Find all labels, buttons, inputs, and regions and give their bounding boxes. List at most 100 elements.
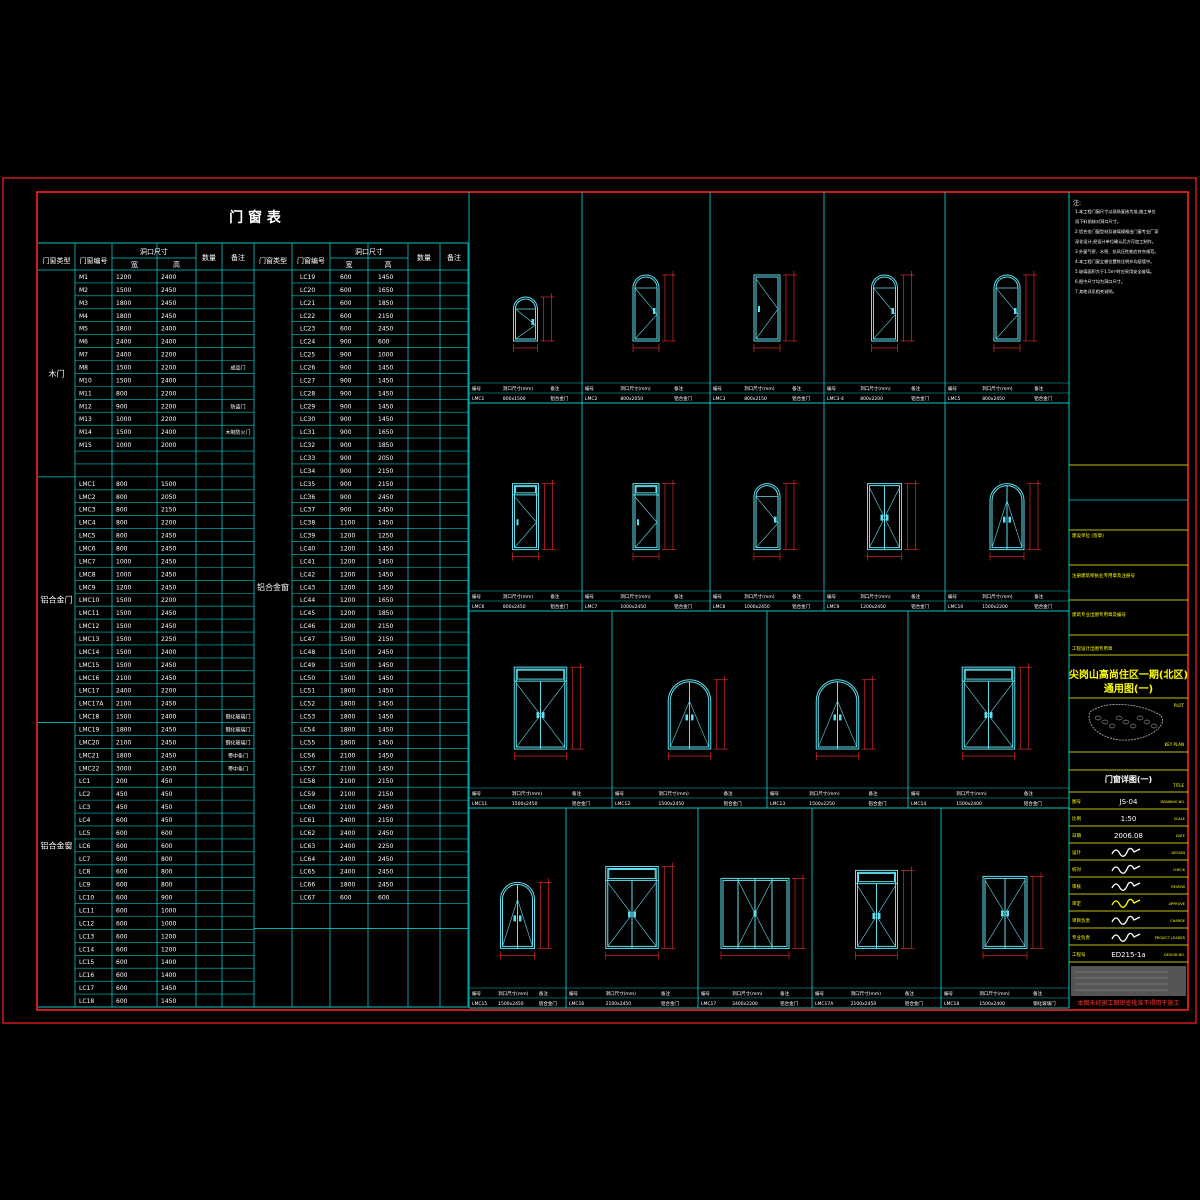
left-cell-height: 2200 — [161, 364, 176, 371]
note-line: 5.玻璃面积大于1.5m²时应采用安全玻璃。 — [1075, 268, 1154, 275]
signature — [1111, 932, 1141, 942]
tb-row-label: 审核 — [1072, 883, 1081, 890]
door-transom-pane — [858, 872, 895, 883]
left-cell-code: M7 — [79, 352, 88, 359]
door-outline — [993, 274, 1021, 342]
right-cell-height: 1850 — [378, 300, 393, 307]
left-cell-height: 2000 — [161, 442, 176, 449]
detail-label-note: 备注 — [869, 790, 878, 797]
door-swing — [540, 714, 565, 748]
right-cell-height: 1450 — [378, 558, 393, 565]
right-cell-height: 2450 — [378, 507, 393, 514]
tb-row-en: DESIGN — [1172, 851, 1186, 855]
detail-label-note: 备注 — [1034, 385, 1043, 392]
left-cell-height: 450 — [161, 817, 173, 824]
left-cell-height: 2400 — [161, 377, 176, 384]
door-swing — [1004, 913, 1026, 947]
right-cell-height: 2150 — [378, 791, 393, 798]
detail-label-note: 备注 — [539, 990, 548, 997]
detail-label-size: 洞口尺寸(mm) — [744, 385, 775, 392]
left-cell-code: LMC8 — [79, 571, 96, 578]
door-swing — [1006, 500, 1023, 548]
detail-label-note: 备注 — [780, 990, 789, 997]
right-cell-code: LC31 — [300, 429, 315, 436]
bottom-red-note: 本图未经施工图审查批准不得用于施工 — [1077, 999, 1179, 1007]
left-cell-code: LC1 — [79, 778, 91, 785]
detail-label-size: 洞口尺寸(mm) — [512, 790, 543, 797]
left-cell-height: 1200 — [161, 933, 176, 940]
door-outline — [632, 483, 660, 551]
right-cell-height: 2450 — [378, 326, 393, 333]
right-cell-code: LC19 — [300, 274, 315, 281]
detail-label-code: 编号 — [944, 990, 953, 997]
left-cell-code: LC3 — [79, 804, 91, 811]
door-outline — [753, 483, 781, 551]
left-cell-width: 800 — [116, 520, 128, 527]
tb-row-en: DRAWING NO. — [1161, 800, 1185, 804]
door-handle — [839, 714, 842, 721]
door-handle — [513, 915, 516, 922]
left-cell-width: 1800 — [116, 326, 131, 333]
left-cell-width: 600 — [116, 895, 128, 902]
detail-label-size: 洞口尺寸(mm) — [809, 790, 840, 797]
right-cell-height: 2450 — [378, 830, 393, 837]
right-cell-height: 2050 — [378, 455, 393, 462]
detail-note: 铝合金门 — [911, 395, 929, 402]
detail-label-note: 备注 — [1024, 790, 1033, 797]
left-cell-note: 钢化玻璃门 — [225, 727, 250, 734]
schedule-title: 门 窗 表 — [229, 209, 282, 226]
detail-code: LMC8 — [713, 604, 726, 610]
detail-label-size: 洞口尺寸(mm) — [860, 593, 891, 600]
detail-label-note: 备注 — [911, 385, 920, 392]
project-title-1: 尖岗山高尚住区一期(北区) — [1069, 668, 1188, 681]
detail-note: 铝合金门 — [674, 395, 692, 402]
detail-label-size: 洞口尺寸(mm) — [498, 990, 529, 997]
left-cell-note: 带中条门 — [228, 752, 248, 759]
detail-label-note: 备注 — [792, 593, 801, 600]
right-cell-code: LC23 — [300, 326, 315, 333]
detail-label-size: 洞口尺寸(mm) — [606, 990, 637, 997]
door-elevation — [667, 675, 728, 761]
right-cell-width: 900 — [340, 377, 352, 384]
right-cell-height: 1450 — [378, 364, 393, 371]
detail-code: LMC6 — [472, 604, 485, 610]
right-cell-width: 600 — [340, 313, 352, 320]
door-swing — [964, 682, 989, 716]
right-cell-code: LC37 — [300, 507, 315, 514]
right-cell-code: LC26 — [300, 364, 315, 371]
detail-label-size: 洞口尺寸(mm) — [744, 593, 775, 600]
door-swing — [515, 324, 536, 340]
right-cell-code: LC51 — [300, 688, 315, 695]
detail-size: 1000x2450 — [620, 604, 646, 610]
right-cell-width: 1500 — [340, 662, 355, 669]
left-cell-code: LC14 — [79, 946, 94, 953]
door-handle — [637, 519, 639, 526]
detail-size: 1500x2400 — [979, 1001, 1005, 1007]
detail-label-code: 编号 — [701, 990, 710, 997]
left-hdr-type: 门窗类型 — [43, 256, 71, 265]
left-cell-width: 600 — [116, 817, 128, 824]
door-handle — [691, 714, 694, 721]
detail-code: LMC16 — [569, 1001, 584, 1007]
left-cell-height: 1500 — [161, 481, 176, 488]
detail-code: LMC9 — [827, 604, 840, 610]
right-cell-code: LC54 — [300, 727, 315, 734]
left-cell-width: 1800 — [116, 727, 131, 734]
door-elevation — [871, 270, 915, 352]
door-handle — [774, 516, 777, 523]
right-cell-code: LC47 — [300, 636, 315, 643]
door-elevation — [512, 479, 556, 561]
right-cell-height: 2150 — [378, 313, 393, 320]
right-cell-width: 2400 — [340, 843, 355, 850]
door-elevation — [605, 862, 676, 960]
left-cell-height: 2450 — [161, 739, 176, 746]
door-handle — [886, 514, 889, 521]
left-cell-code: M1 — [79, 274, 88, 281]
left-cell-code: LC9 — [79, 882, 91, 889]
key-plan-building — [1136, 715, 1144, 721]
door-swing — [857, 915, 877, 947]
left-cell-height: 600 — [161, 830, 173, 837]
door-swing — [607, 914, 633, 947]
right-cell-code: LC38 — [300, 520, 315, 527]
left-cell-height: 2450 — [161, 662, 176, 669]
